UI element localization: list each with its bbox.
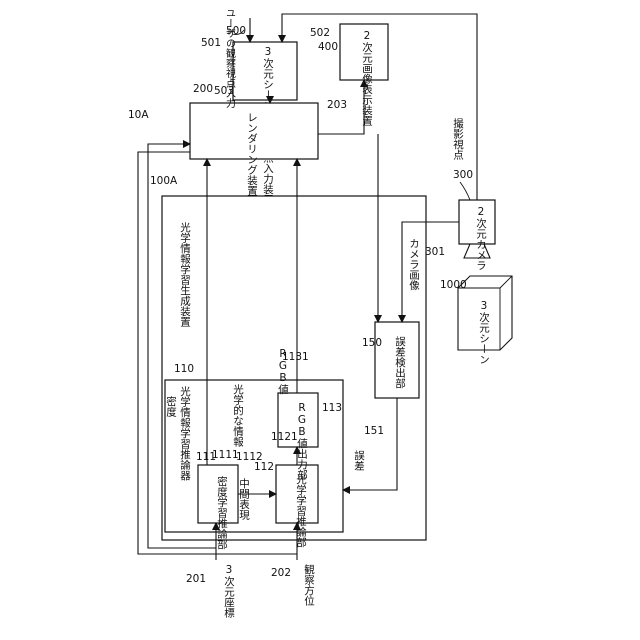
error-detection-unit: 誤差検出部 (375, 322, 419, 398)
display-device-label: 2次元画像表示装置 (361, 30, 373, 126)
ref-503: 503 (214, 85, 234, 97)
error-unit-label: 誤差検出部 (394, 335, 406, 389)
ref-502: 502 (310, 27, 330, 39)
ref-201: 201 (186, 573, 206, 585)
scene-label: 3次元シーン (478, 300, 490, 365)
ref-150: 150 (362, 337, 382, 349)
camera-image-label: カメラ画像 (408, 238, 420, 291)
rendering-device: レンダリング装置 (190, 103, 318, 196)
capture-viewpoint-label: 撮影視点 (452, 117, 464, 161)
ref-300: 300 (453, 169, 473, 181)
ref-100A: 100A (150, 175, 178, 187)
ref-1121: 1121 (271, 431, 298, 443)
2d-camera: 2次元カメラ (459, 200, 495, 271)
density-label: 密度 (165, 395, 177, 418)
ref-202: 202 (271, 567, 291, 579)
camera-label: 2次元カメラ (475, 206, 487, 271)
estimator-label: 光学情報学習推論器 (179, 385, 191, 481)
ref-1112: 1112 (236, 451, 263, 463)
density-unit-label: 密度学習推論部 (216, 475, 228, 550)
ref-110: 110 (174, 363, 194, 375)
ref-10A: 10A (128, 109, 149, 121)
ref-400: 400 (318, 41, 338, 53)
ref-1000: 1000 (440, 279, 467, 291)
rendering-device-label: レンダリング装置 (246, 112, 258, 196)
intermediate-label: 中間表現 (238, 477, 250, 521)
ref-113: 113 (322, 402, 342, 414)
ref-1111: 1111 (212, 449, 239, 461)
ref-151: 151 (364, 425, 384, 437)
ref-301: 301 (425, 246, 445, 258)
3d-coordinate-label: 3次元座標 (223, 564, 235, 619)
error-label: 誤差 (353, 449, 365, 471)
ref-501: 501 (201, 37, 221, 49)
ref-203: 203 (327, 99, 347, 111)
optical-info-label: 光学的な情報 (232, 383, 244, 448)
ref-1131: 1131 (282, 351, 309, 363)
rgb-unit-label: RGB値出力部 (296, 402, 308, 481)
view-direction-label: 観察方位 (303, 563, 315, 606)
generator-label: 光学情報学習生成装置 (179, 221, 191, 327)
ref-200: 200 (193, 83, 213, 95)
